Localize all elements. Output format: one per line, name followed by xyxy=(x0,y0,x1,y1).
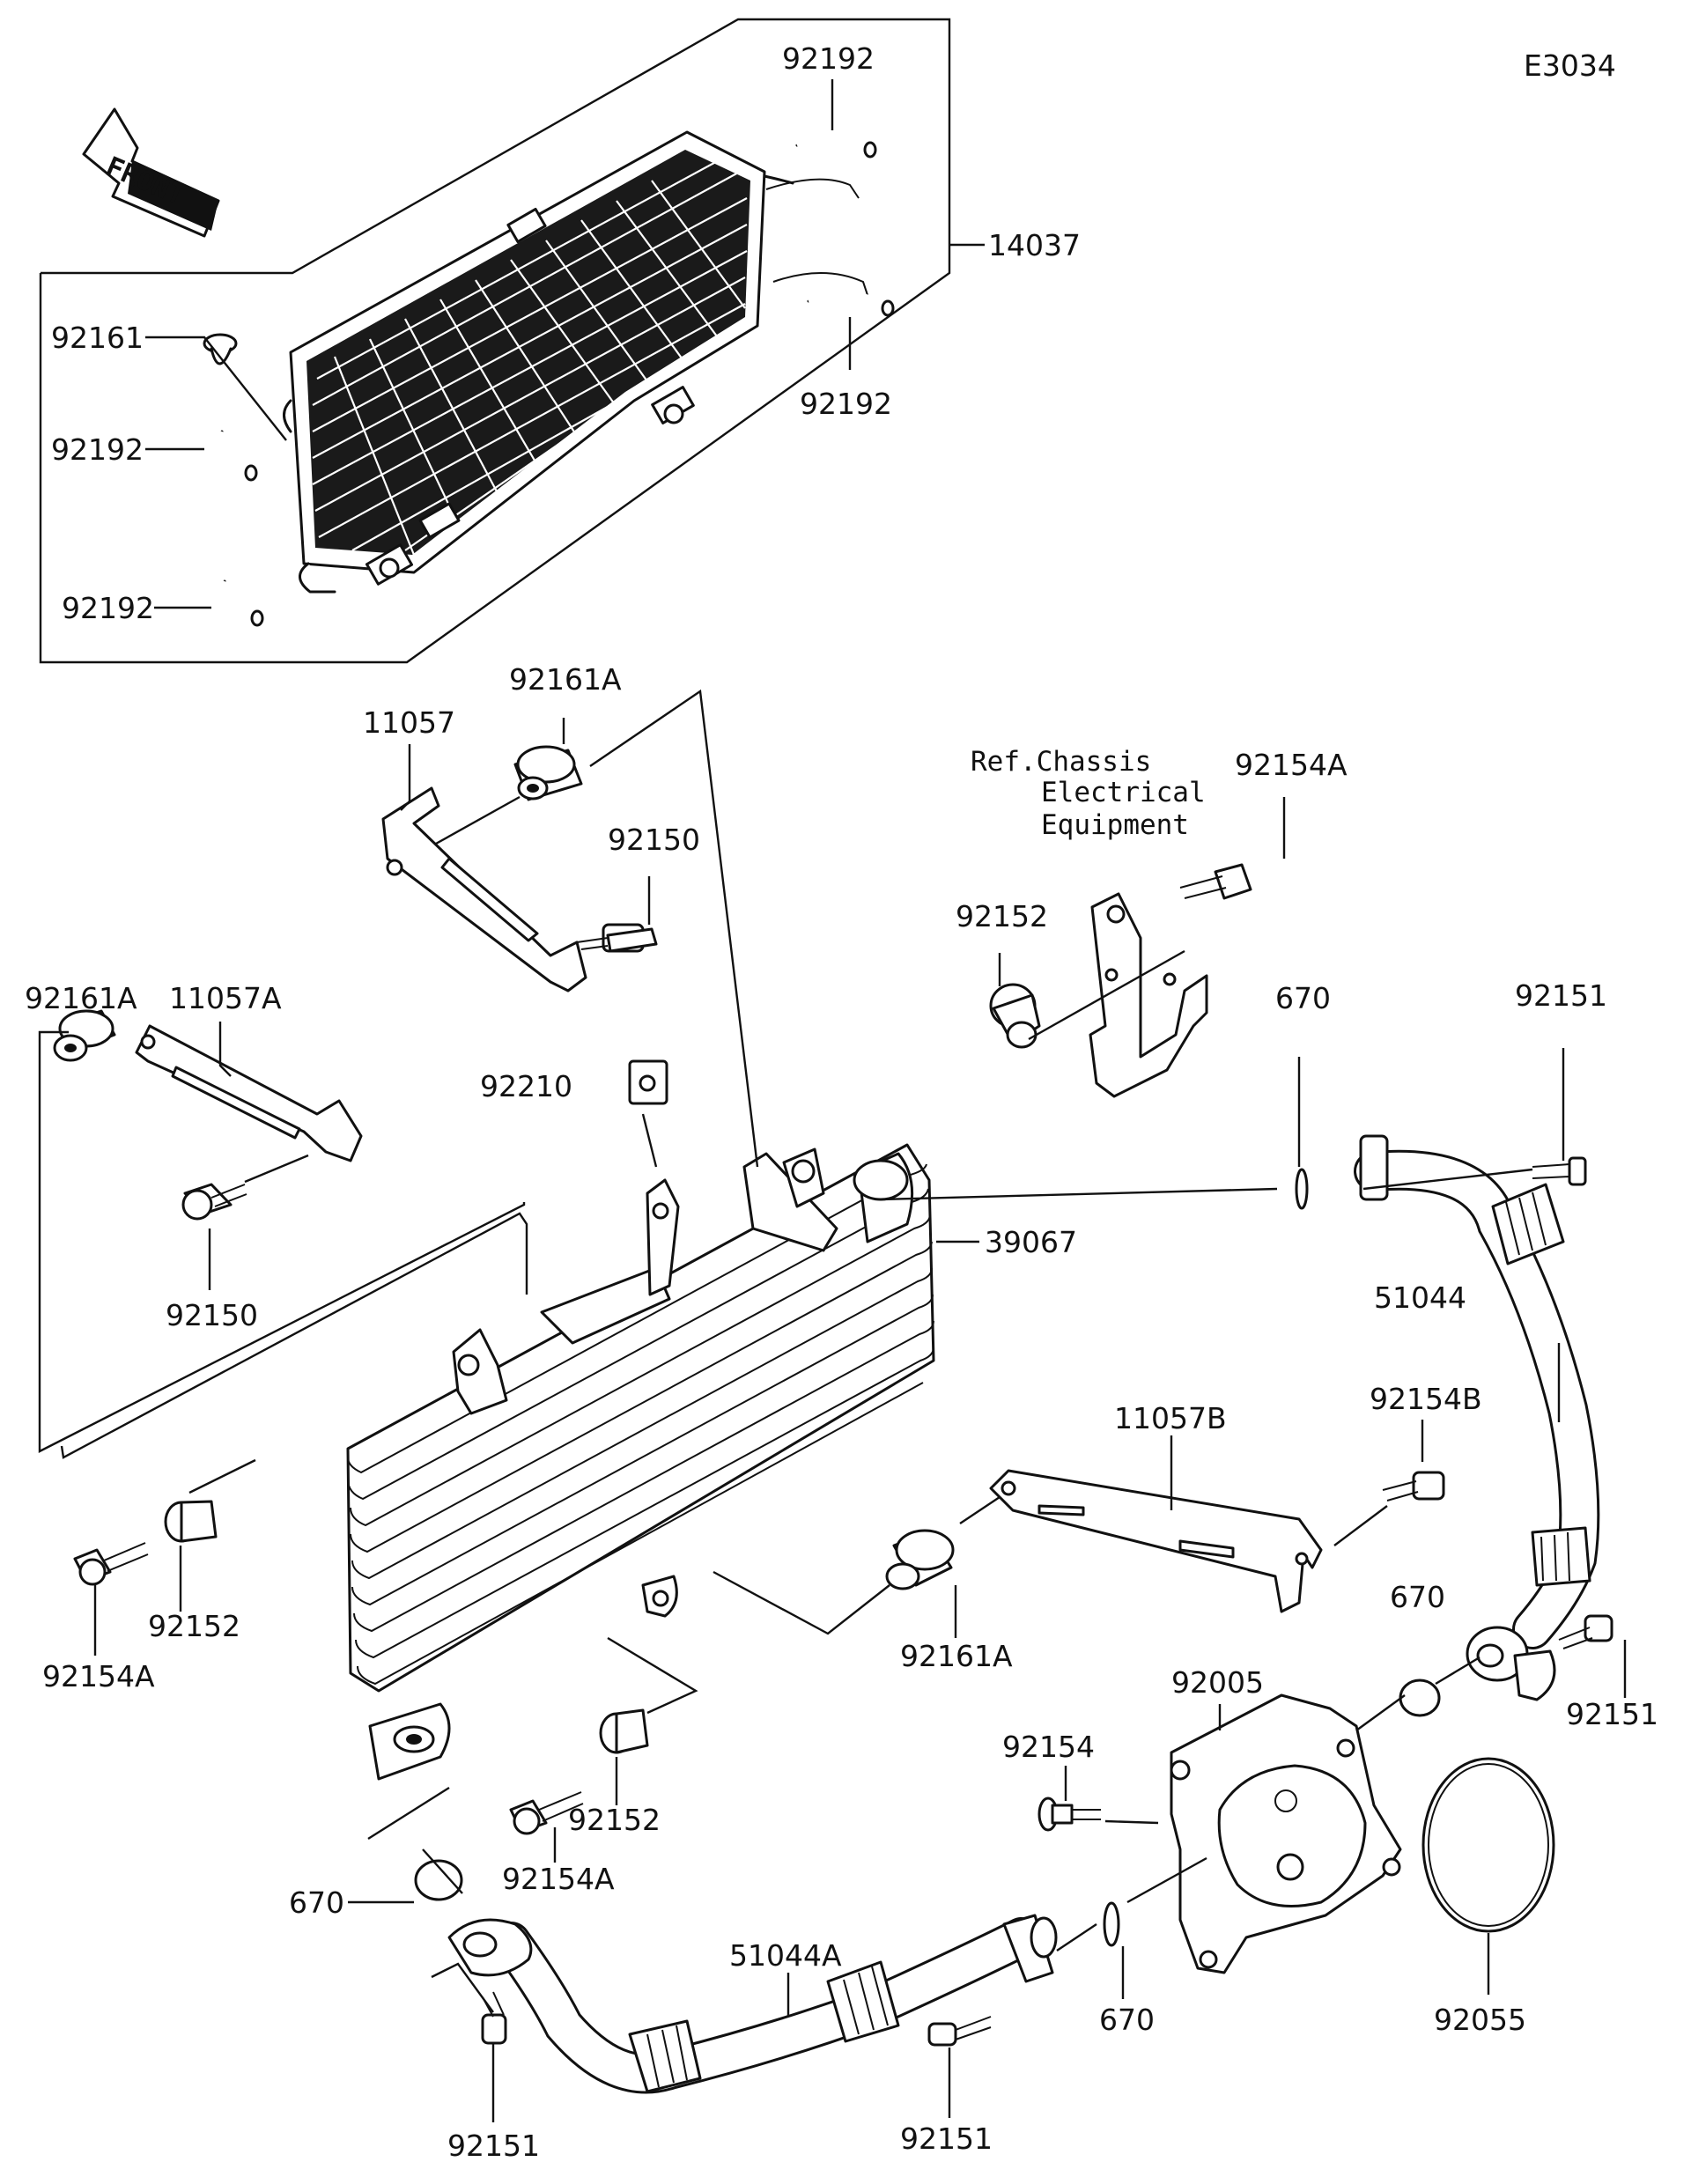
callout-92154A-left: 92154A xyxy=(42,1659,155,1693)
callout-92161: 92161 xyxy=(51,321,144,355)
bolt-92151-top xyxy=(1532,1156,1587,1186)
collar-92152-left xyxy=(164,1500,218,1543)
o-ring-92055-inner xyxy=(1428,1763,1549,1927)
oil-hose-51044 xyxy=(1354,1134,1600,1701)
bolt-92154A-left xyxy=(73,1542,149,1586)
bolt-92151-bm xyxy=(927,2016,992,2047)
callout-92152-left: 92152 xyxy=(148,1609,240,1643)
callout-92055: 92055 xyxy=(1434,2003,1526,2037)
bolt-92151-bl xyxy=(481,1991,507,2045)
callout-92154A-top: 92154A xyxy=(1235,748,1348,782)
callout-11057A: 11057A xyxy=(169,981,282,1015)
callout-92161A-top: 92161A xyxy=(509,662,622,697)
callout-670-top: 670 xyxy=(1275,981,1331,1015)
bracket-11057B xyxy=(989,1469,1323,1613)
o-ring-670-left xyxy=(414,1859,463,1901)
bolt-92154A-top xyxy=(1179,863,1252,900)
callout-92151-right: 92151 xyxy=(1566,1697,1658,1731)
callout-92150-left: 92150 xyxy=(166,1298,258,1332)
callout-92154B: 92154B xyxy=(1370,1382,1482,1416)
callout-51044: 51044 xyxy=(1374,1280,1466,1315)
callout-92151-bm: 92151 xyxy=(900,2121,993,2156)
grille-hook-top xyxy=(765,178,860,199)
o-ring-670-bottom xyxy=(1103,1901,1120,1947)
damper-92161A-top xyxy=(513,745,583,801)
hose-clip-92192-right xyxy=(807,291,895,317)
o-ring-92055 xyxy=(1421,1757,1555,1933)
callout-92152-top: 92152 xyxy=(956,899,1048,933)
bolt-92150-left xyxy=(181,1183,247,1221)
callout-670-right: 670 xyxy=(1390,1580,1445,1614)
bracket-11057A xyxy=(135,1024,363,1162)
grommet-92161 xyxy=(203,333,238,365)
hose-clip-92192-top xyxy=(795,131,877,159)
damper-92161A-left xyxy=(53,1009,116,1062)
callout-92192-right: 92192 xyxy=(800,387,892,421)
callout-92150-top: 92150 xyxy=(608,823,700,857)
leader-92161 xyxy=(145,336,287,441)
oil-hose-51044A xyxy=(447,1914,1058,2094)
bolt-92154B xyxy=(1382,1471,1445,1502)
callout-92192-left2: 92192 xyxy=(62,591,154,625)
callout-92161A-mid: 92161A xyxy=(900,1639,1013,1673)
callout-92152-bottom: 92152 xyxy=(568,1803,661,1837)
bolt-92154A-bottom xyxy=(509,1791,584,1835)
clip-92210 xyxy=(628,1059,668,1105)
leader-lines xyxy=(38,689,1627,2122)
o-ring-670-right xyxy=(1399,1679,1441,1717)
callout-670-left: 670 xyxy=(289,1885,344,1920)
bolt-92151-right xyxy=(1558,1614,1613,1649)
oil-filter-cover-92005 xyxy=(1170,1693,1402,1974)
o-ring-670-top xyxy=(1295,1168,1309,1210)
diagram-code: E3034 xyxy=(1524,48,1616,83)
front-arrow-icon: FRONT xyxy=(82,107,220,238)
ref-note-line1: Ref.Chassis xyxy=(971,746,1151,778)
damper-92161A-mid xyxy=(885,1529,955,1590)
callout-92154A-bottom: 92154A xyxy=(502,1862,615,1896)
grille-kit-outline xyxy=(39,18,951,664)
callout-51044A: 51044A xyxy=(729,1938,842,1973)
callout-92154: 92154 xyxy=(1002,1730,1095,1764)
bolt-92150-top xyxy=(576,923,658,953)
ref-note-line3: Equipment xyxy=(1041,809,1189,841)
callout-92151-top: 92151 xyxy=(1515,978,1607,1013)
bolt-92154 xyxy=(1037,1797,1101,1832)
callout-92210: 92210 xyxy=(480,1069,572,1103)
callout-92192-top: 92192 xyxy=(782,41,875,76)
callout-11057: 11057 xyxy=(363,705,455,740)
radiator-grille-guard xyxy=(283,130,794,594)
callout-670-bottom: 670 xyxy=(1099,2003,1155,2037)
oil-cooler-39067 xyxy=(346,1143,935,1781)
hose-clip-92192-left2 xyxy=(218,579,264,627)
callout-92151-bl: 92151 xyxy=(447,2129,540,2163)
callout-92192-left1: 92192 xyxy=(51,432,144,467)
hose-clip-92192-left1 xyxy=(216,430,258,482)
collar-92152-bottom xyxy=(599,1708,649,1754)
collar-92152-top xyxy=(989,983,1041,1049)
callout-39067: 39067 xyxy=(985,1225,1077,1259)
callout-11057B: 11057B xyxy=(1114,1401,1227,1435)
ref-note-line2: Electrical xyxy=(1041,777,1206,808)
grille-hook-mid xyxy=(772,272,868,296)
ref-chassis-bracket xyxy=(1089,892,1208,1098)
callout-92161A-left: 92161A xyxy=(25,981,137,1015)
bracket-11057 xyxy=(381,786,587,992)
callout-92005: 92005 xyxy=(1171,1665,1264,1700)
callout-14037: 14037 xyxy=(988,228,1081,262)
